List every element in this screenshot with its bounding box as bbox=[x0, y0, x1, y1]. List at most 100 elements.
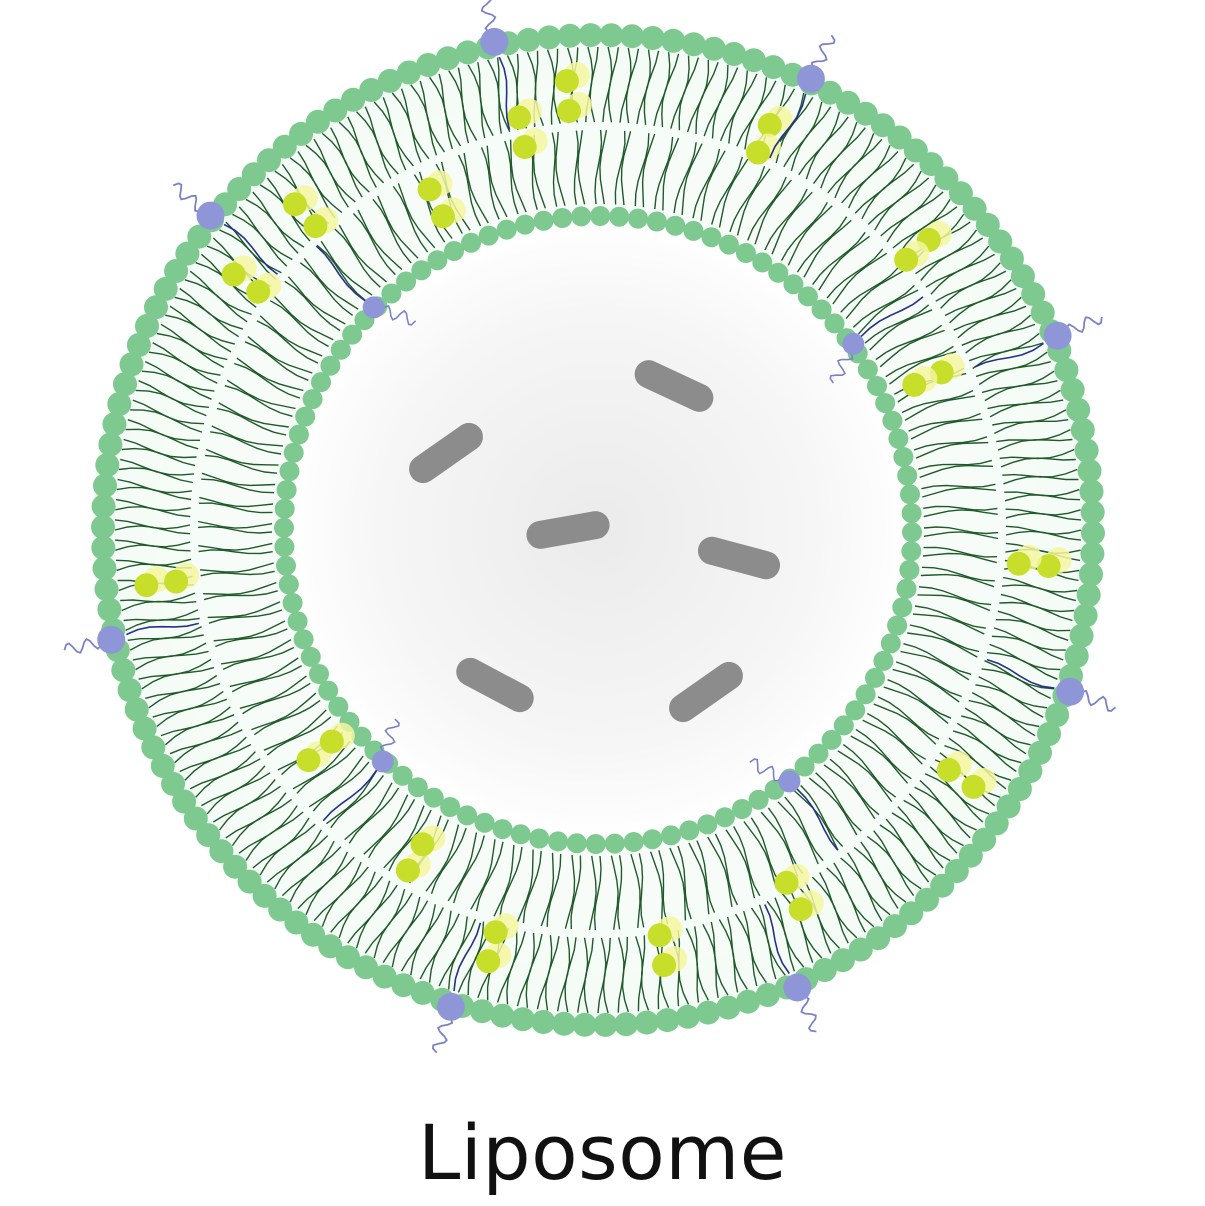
lipid-headgroup bbox=[593, 1012, 618, 1037]
peg-lipid-tail bbox=[973, 342, 1044, 368]
lipid-tail bbox=[857, 289, 919, 335]
lipid-headgroup bbox=[93, 473, 117, 498]
lipid-tail bbox=[681, 143, 703, 216]
lipid-headgroup bbox=[880, 633, 901, 654]
lipid-headgroup bbox=[91, 515, 115, 539]
lipid-tail bbox=[292, 740, 351, 790]
lipid-headgroup bbox=[268, 897, 293, 922]
lipid-headgroup bbox=[865, 667, 885, 688]
lipid-tail bbox=[138, 658, 212, 680]
lipid-tail bbox=[363, 794, 409, 855]
lipid-tail bbox=[564, 854, 576, 929]
lipid-tail bbox=[152, 342, 221, 376]
lipid-tail bbox=[1005, 530, 1081, 541]
lipid-tail bbox=[915, 441, 989, 459]
lipid-tail bbox=[826, 867, 866, 933]
peg-lipid-tail bbox=[322, 769, 378, 822]
lipid-tail bbox=[711, 156, 743, 225]
lipid-headgroup bbox=[135, 314, 159, 338]
lipid-headgroup bbox=[897, 465, 918, 486]
lipid-headgroup bbox=[510, 1007, 535, 1032]
lipid-headgroup bbox=[962, 196, 987, 221]
lipid-headgroup bbox=[91, 494, 116, 519]
lipid-headgroup bbox=[440, 797, 461, 817]
lipid-tail bbox=[447, 832, 478, 902]
lipid-tail bbox=[920, 573, 995, 588]
lipid-headgroup bbox=[830, 948, 855, 973]
lipid-tail bbox=[898, 206, 958, 255]
cholesterol-ring bbox=[507, 105, 531, 130]
peg-lipid bbox=[986, 658, 1117, 712]
lipid-headgroup bbox=[821, 729, 842, 750]
lipid-tail bbox=[179, 736, 247, 773]
lipid-tail bbox=[805, 116, 849, 180]
lipid-headgroup bbox=[1079, 479, 1104, 504]
lipid-tail bbox=[743, 821, 777, 889]
cholesterol bbox=[1006, 544, 1072, 579]
lipid-tail bbox=[169, 305, 235, 345]
lipid-headgroup bbox=[132, 716, 157, 741]
cholesterol-ring bbox=[557, 99, 581, 123]
drug-cargo bbox=[669, 661, 743, 723]
peg-head bbox=[196, 201, 225, 230]
lipid-tail bbox=[766, 900, 796, 972]
lipid-tail bbox=[811, 876, 849, 944]
lipid-tail bbox=[919, 464, 993, 479]
lipid-headgroup bbox=[999, 246, 1024, 271]
cholesterol-ring bbox=[788, 897, 813, 922]
lipid-tail bbox=[573, 130, 579, 205]
lipid-tail bbox=[197, 525, 273, 534]
lipid-tail bbox=[924, 773, 984, 823]
lipid-tail bbox=[256, 320, 319, 364]
lipid-tail bbox=[199, 562, 274, 573]
lipid-tail bbox=[313, 138, 356, 203]
lipid-tail bbox=[238, 805, 298, 854]
lipid-headgroup bbox=[833, 715, 854, 736]
lipid-headgroup bbox=[461, 232, 482, 253]
lipid-tail bbox=[251, 692, 317, 731]
lipid-tail bbox=[207, 601, 281, 619]
lipid-headgroup bbox=[811, 299, 832, 320]
lipid-headgroup bbox=[141, 735, 166, 760]
lipid-headgroup bbox=[919, 152, 944, 177]
lipid-tail bbox=[886, 191, 944, 243]
lipid-headgroup bbox=[870, 113, 895, 138]
lipid-headgroup bbox=[655, 1008, 680, 1033]
lipid-tail bbox=[891, 812, 944, 869]
lipid-tail bbox=[617, 937, 625, 1013]
peg-lipid bbox=[973, 316, 1103, 368]
lipid-tail bbox=[823, 764, 876, 820]
lipid-headgroup bbox=[752, 252, 773, 273]
lipid-headgroup bbox=[623, 832, 644, 852]
lipid-tail bbox=[120, 592, 196, 603]
lipid-tail bbox=[695, 61, 719, 135]
lipid-headgroup bbox=[867, 376, 887, 396]
lipid-tail bbox=[707, 836, 733, 908]
lipid-tail bbox=[885, 345, 954, 378]
peg-lipid bbox=[749, 758, 839, 851]
lipid-tail bbox=[714, 833, 739, 906]
lipid-headgroup bbox=[732, 799, 752, 819]
lipid-tail bbox=[463, 152, 489, 224]
lipid-tail bbox=[127, 419, 201, 441]
cholesterol bbox=[894, 220, 952, 272]
lipid-tail bbox=[883, 686, 949, 724]
lipid-headgroup bbox=[274, 517, 294, 538]
lipid-headgroup bbox=[272, 134, 297, 159]
lipid-tail bbox=[144, 360, 215, 392]
cholesterol-ring bbox=[512, 135, 537, 159]
lipid-headgroup bbox=[537, 25, 562, 50]
lipid-tail bbox=[577, 937, 589, 1013]
lipid-tail bbox=[711, 67, 739, 139]
lipid-headgroup bbox=[455, 40, 480, 65]
lipid-headgroup bbox=[696, 1000, 721, 1025]
lipid-headgroup bbox=[427, 250, 448, 271]
lipid-headgroup bbox=[301, 922, 326, 947]
lipid-tail bbox=[312, 761, 370, 812]
lipid-tail bbox=[325, 769, 378, 825]
lipid-headgroup bbox=[283, 442, 304, 463]
lipid-headgroup bbox=[661, 825, 681, 846]
lipid-tail bbox=[247, 336, 313, 374]
lipid-tail bbox=[218, 402, 289, 428]
lipid-headgroup bbox=[901, 541, 922, 562]
